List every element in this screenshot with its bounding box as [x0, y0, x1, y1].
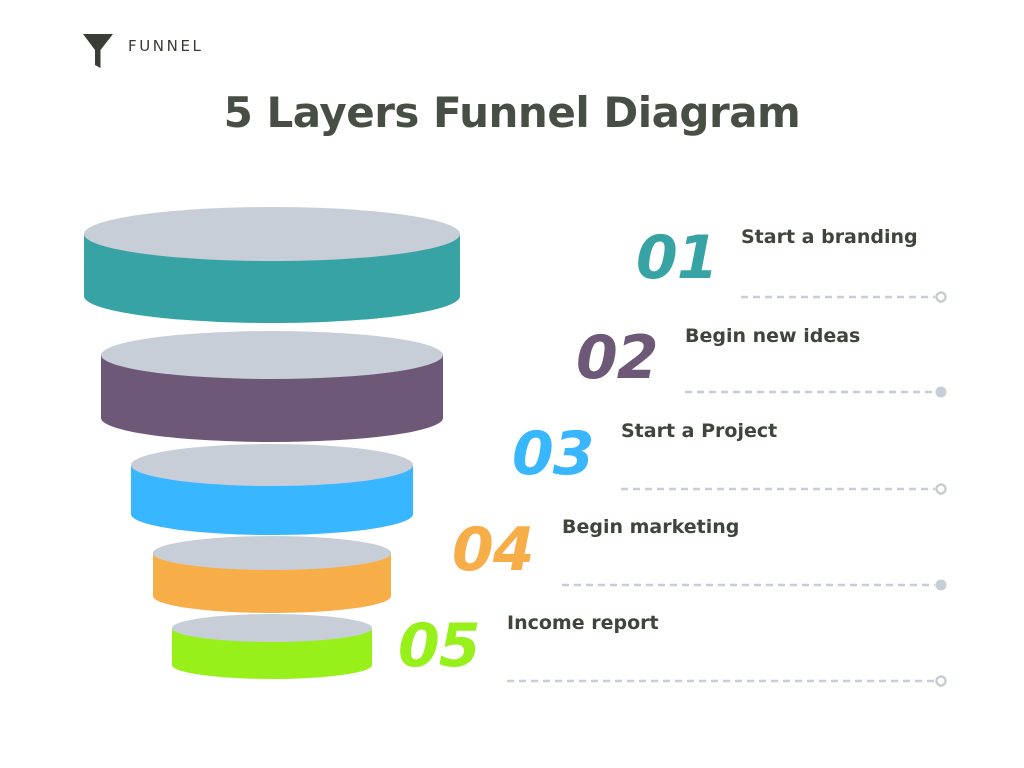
connector-ring: [935, 483, 947, 495]
funnel-layer-top: [101, 331, 443, 379]
layer-label: Begin new ideas: [685, 325, 861, 347]
layer-label: Income report: [507, 612, 659, 634]
funnel-layer-top: [153, 536, 391, 570]
brand-label: FUNNEL: [128, 37, 204, 55]
funnel-layer-body: [172, 628, 372, 679]
funnel-layer-top: [131, 444, 413, 486]
layer-number: 01: [636, 223, 718, 293]
page-title: 5 Layers Funnel Diagram: [223, 88, 801, 137]
funnel-icon: [83, 34, 113, 68]
funnel-layer-01: [84, 207, 460, 323]
connector-dot: [935, 579, 947, 591]
funnel-layer-05: [172, 614, 372, 679]
connector-dot: [935, 386, 947, 398]
brand: FUNNEL: [83, 34, 203, 68]
connector-ring: [935, 291, 947, 303]
layer-label: Start a Project: [621, 420, 778, 442]
layer-number: 02: [576, 323, 658, 393]
layer-label: Start a branding: [741, 226, 918, 248]
funnel-layer-body: [101, 355, 443, 442]
layer-number: 03: [512, 419, 594, 489]
funnel-layer-03: [131, 444, 413, 535]
funnel-layer-body: [153, 553, 391, 613]
layer-label: Begin marketing: [562, 516, 740, 538]
funnel-layer-04: [153, 536, 391, 613]
connector-ring: [935, 675, 947, 687]
funnel-layer-top: [84, 207, 460, 261]
layer-number: 05: [398, 611, 480, 681]
funnel-layer-top: [172, 614, 372, 642]
funnel-layer-02: [101, 331, 443, 442]
layer-number: 04: [452, 515, 534, 585]
